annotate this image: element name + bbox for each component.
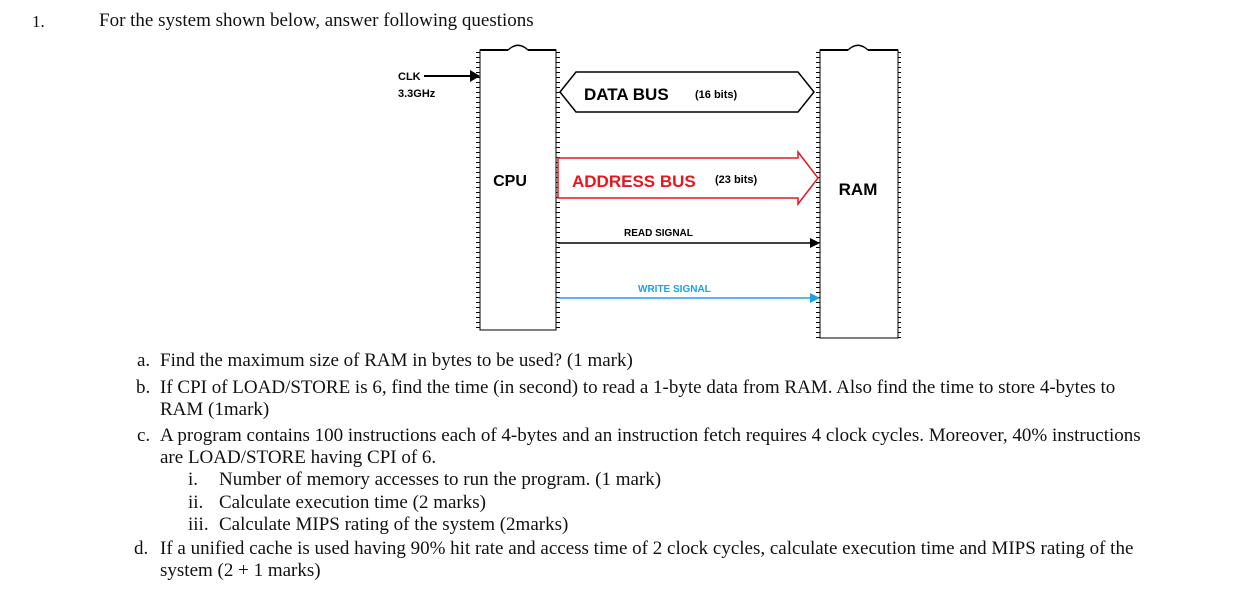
address-bus: ADDRESS BUS (23 bits)	[557, 149, 819, 207]
question-label: a.	[137, 350, 151, 371]
question-text-line: If CPI of LOAD/STORE is 6, find the time…	[160, 377, 1116, 398]
question-text-line: Find the maximum size of RAM in bytes to…	[160, 350, 633, 371]
clk-frequency: 3.3GHz	[398, 88, 436, 100]
read-signal: READ SIGNAL	[558, 228, 820, 248]
clk-label: CLK	[398, 71, 421, 83]
cpu-chip: CPU	[476, 44, 560, 331]
question-text-line: Number of memory accesses to run the pro…	[219, 469, 662, 490]
data-bus-width: (16 bits)	[695, 89, 738, 101]
ram-chip: RAM	[816, 44, 901, 339]
question-label: iii.	[188, 514, 209, 535]
clk-arrowhead	[470, 70, 480, 82]
address-bus-width: (23 bits)	[715, 174, 758, 186]
write-signal: WRITE SIGNAL	[558, 284, 820, 303]
question-text-line: are LOAD/STORE having CPI of 6.	[160, 447, 437, 468]
question-label: i.	[188, 469, 199, 490]
address-bus-label: ADDRESS BUS	[572, 172, 696, 191]
question-intro: For the system shown below, answer follo…	[99, 10, 534, 31]
question-label: c.	[137, 425, 151, 446]
question-text-line: A program contains 100 instructions each…	[160, 425, 1141, 446]
write-signal-label: WRITE SIGNAL	[638, 284, 711, 295]
clock-input: CLK 3.3GHz	[398, 70, 480, 100]
cpu-label: CPU	[493, 173, 527, 190]
question-label: b.	[136, 377, 151, 398]
question-text-line: RAM (1mark)	[160, 399, 270, 420]
question-label: ii.	[188, 492, 204, 513]
question-text-line: If a unified cache is used having 90% hi…	[160, 538, 1134, 559]
question-label: d.	[134, 538, 149, 559]
question-text-line: system (2 + 1 marks)	[160, 560, 321, 581]
read-signal-label: READ SIGNAL	[624, 228, 693, 239]
question-text-line: Calculate MIPS rating of the system (2ma…	[219, 514, 569, 535]
data-bus: DATA BUS (16 bits)	[559, 71, 815, 113]
ram-label: RAM	[839, 180, 878, 199]
question-text-line: Calculate execution time (2 marks)	[219, 492, 486, 513]
question-number: 1.	[32, 12, 45, 31]
data-bus-label: DATA BUS	[584, 85, 669, 104]
